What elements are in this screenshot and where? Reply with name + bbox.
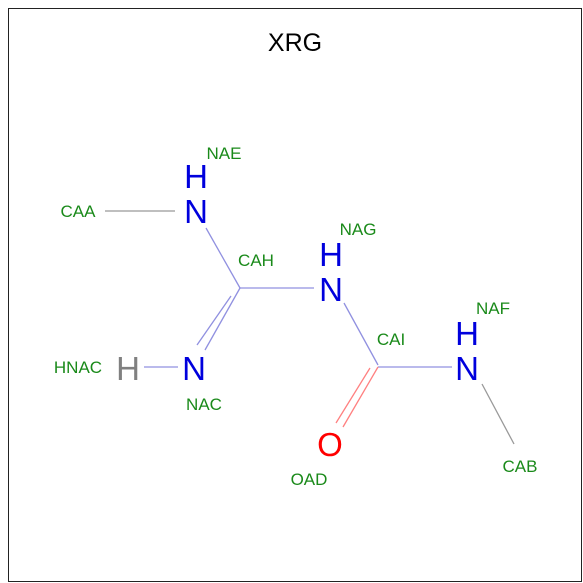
bond-cai-oad-a <box>342 366 379 428</box>
atom-naf-hydrogen: H <box>455 315 479 352</box>
label-cai: CAI <box>377 330 405 349</box>
atom-nae-hydrogen: H <box>184 158 208 195</box>
label-caa: CAA <box>61 202 97 221</box>
label-oad: OAD <box>291 470 328 489</box>
atom-oad-symbol: O <box>317 426 343 463</box>
bond-cah-nac-a <box>204 287 241 351</box>
label-cab: CAB <box>503 457 538 476</box>
label-nac: NAC <box>186 395 222 414</box>
label-cah: CAH <box>238 251 274 270</box>
label-nae: NAE <box>207 144 242 163</box>
bonds <box>105 210 515 445</box>
atom-naf-symbol: N <box>455 350 479 387</box>
bond-nag-cai <box>343 302 379 366</box>
diagram-frame <box>8 8 582 582</box>
bond-naf-cab <box>481 383 515 445</box>
label-hnac: HNAC <box>54 358 102 377</box>
label-nag: NAG <box>340 220 377 239</box>
bond-nae-cah <box>205 227 241 289</box>
atom-nac-symbol: N <box>182 350 206 387</box>
diagram-title: XRG <box>268 29 322 57</box>
atom-nag-symbol: N <box>319 271 343 308</box>
atom-symbols: H N H N H N N H O <box>116 158 479 463</box>
bond-cai-oad-b <box>335 367 371 424</box>
label-naf: NAF <box>476 299 510 318</box>
atom-hnac-symbol: H <box>116 350 140 387</box>
atom-nae-symbol: N <box>184 193 208 230</box>
atom-labels: NAE CAA NAG CAH NAF CAI HNAC NAC CAB OAD <box>54 144 538 489</box>
atom-nag-hydrogen: H <box>319 236 343 273</box>
bond-cah-nac-b <box>196 295 232 346</box>
